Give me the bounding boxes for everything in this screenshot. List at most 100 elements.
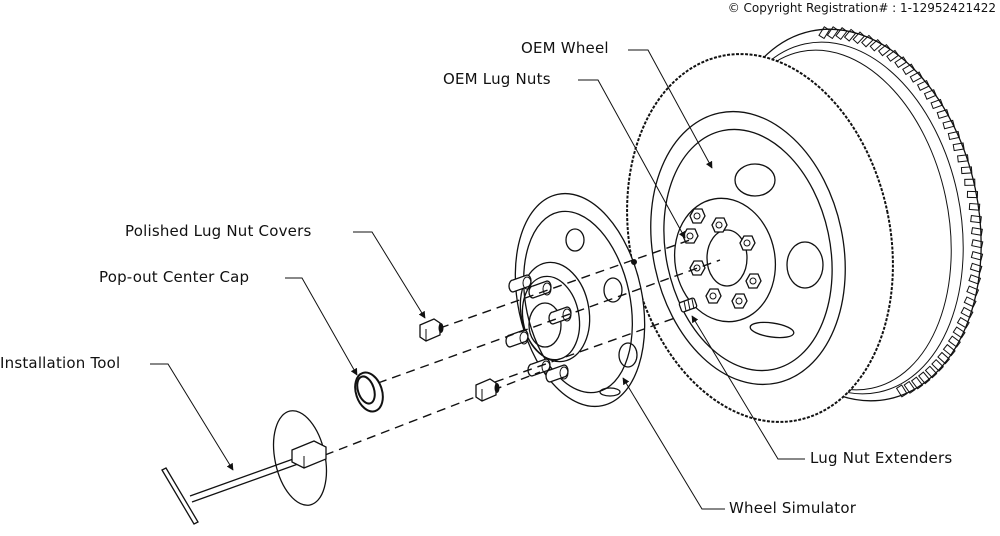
lug-nut xyxy=(739,235,756,251)
leader-oem-lug-nuts xyxy=(578,79,686,239)
label-wheel-simulator: Wheel Simulator xyxy=(729,499,857,517)
simulator-vent-hole xyxy=(618,342,638,368)
lug-stud xyxy=(715,221,723,229)
hub-plate xyxy=(673,197,777,323)
tread-block xyxy=(869,38,883,52)
tread-block xyxy=(910,376,924,390)
tread-block xyxy=(947,130,961,141)
simulator-stud xyxy=(505,329,529,348)
hub-center-bore xyxy=(706,229,748,287)
tread-block xyxy=(960,166,973,175)
oem-wheel xyxy=(626,26,984,423)
tread-block xyxy=(818,26,831,40)
rim-vent-hole xyxy=(786,241,824,289)
tread-block xyxy=(956,316,970,329)
tread-block xyxy=(861,34,874,48)
tread-block xyxy=(964,178,976,186)
tread-block xyxy=(924,365,938,379)
rim-outer xyxy=(650,110,846,386)
simulator-stud xyxy=(528,280,552,299)
simulator-stud-end xyxy=(542,282,552,296)
tread-block xyxy=(971,239,984,249)
tread-block xyxy=(894,56,908,69)
pop-out-center-cap xyxy=(354,371,384,413)
simulator-inner-ring xyxy=(523,210,633,394)
tread-block xyxy=(902,63,916,76)
label-pop-out-center-cap: Pop-out Center Cap xyxy=(99,268,250,286)
lug-nut xyxy=(682,228,699,244)
simulator-vent-hole xyxy=(565,228,585,252)
simulator-stud-end xyxy=(559,366,569,380)
simulator-stud xyxy=(527,358,551,377)
polished-lug-nut-cover xyxy=(475,378,500,402)
tread-block xyxy=(886,49,900,62)
lug-stud xyxy=(749,277,757,285)
simulator-center-bore xyxy=(528,302,562,348)
lug-stud xyxy=(709,292,717,300)
lug-nut xyxy=(705,288,722,304)
tread-block xyxy=(968,202,981,211)
lug-nut xyxy=(711,217,728,233)
leader-lug-nut-covers xyxy=(353,231,426,319)
lug-stud xyxy=(735,297,743,305)
tread-block xyxy=(970,227,983,236)
lug-stud xyxy=(693,264,701,272)
tread-block xyxy=(909,71,923,83)
label-oem-lug-nuts: OEM Lug Nuts xyxy=(443,70,551,88)
lug-stud xyxy=(693,212,701,220)
tread-block xyxy=(969,262,983,273)
tread-block xyxy=(942,343,956,357)
tread-block xyxy=(963,296,977,308)
simulator-stud-end xyxy=(562,308,572,322)
tire-tread xyxy=(818,26,984,398)
copyright-notice: © Copyright Registration# : 1-1295242142… xyxy=(727,1,996,15)
leader-oem-wheel xyxy=(628,49,713,169)
tread-block xyxy=(931,359,944,372)
tread-block xyxy=(936,109,950,120)
tread-block xyxy=(970,215,982,224)
simulator-hub xyxy=(519,261,591,363)
tread-block xyxy=(952,142,965,152)
simulator-stud xyxy=(508,274,532,293)
tread-block xyxy=(966,190,979,199)
tread-block xyxy=(960,306,974,319)
tread-block xyxy=(826,26,839,40)
tread-block xyxy=(947,335,961,348)
label-lug-nut-extenders: Lug Nut Extenders xyxy=(810,449,953,467)
tread-block xyxy=(966,285,980,297)
label-polished-lug-nut-covers: Polished Lug Nut Covers xyxy=(125,222,312,240)
label-oem-wheel: OEM Wheel xyxy=(521,39,609,57)
simulator-stud-end xyxy=(519,331,529,345)
tread-block xyxy=(895,384,908,398)
lug-nut xyxy=(689,260,706,276)
tread-block xyxy=(923,89,937,100)
tread-block xyxy=(916,79,930,92)
tread-block xyxy=(918,371,931,385)
leader-installation-tool xyxy=(150,363,234,471)
lug-nut xyxy=(745,273,762,289)
tread-block xyxy=(903,380,916,394)
rim-vent-hole xyxy=(734,163,776,197)
simulator-vent-hole xyxy=(599,387,621,397)
leader-wheel-simulator xyxy=(622,377,725,510)
lug-nut xyxy=(731,293,748,309)
rim-vent-hole xyxy=(749,321,795,339)
tread-block xyxy=(968,274,982,285)
tread-block xyxy=(852,31,866,45)
simulator-stud-end xyxy=(522,276,532,290)
simulator-vent-hole xyxy=(603,277,623,303)
leader-lug-nut-extenders xyxy=(691,315,805,460)
polished-lug-nut-cover xyxy=(419,318,444,342)
tread-block xyxy=(942,119,955,130)
tread-block xyxy=(952,326,966,339)
leader-center-cap xyxy=(285,277,358,376)
leader-lines xyxy=(150,49,805,510)
tread-block xyxy=(970,251,984,261)
tread-block xyxy=(930,98,944,110)
lug-nut xyxy=(689,208,706,224)
lug-stud xyxy=(686,232,694,240)
alignment-lines xyxy=(324,239,721,456)
simulator-stud xyxy=(545,364,569,383)
installation-tool xyxy=(161,410,328,525)
